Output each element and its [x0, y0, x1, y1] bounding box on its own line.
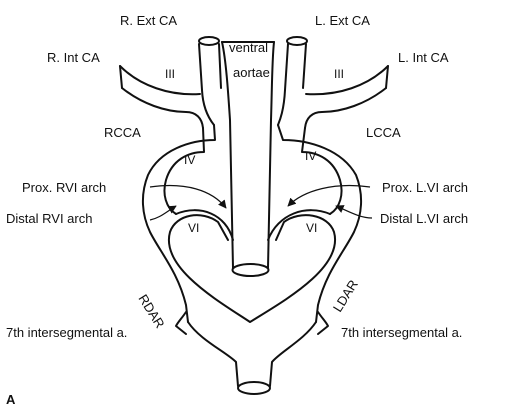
left-ext-carotid: [277, 43, 307, 126]
panel-letter: A: [6, 392, 16, 406]
ventral-aorta-bottom-opening: [231, 263, 270, 277]
left-arch-vi: [267, 209, 331, 241]
left-7th-intersegmental: [317, 311, 329, 335]
label-l-int-ca: L. Int CA: [398, 50, 449, 65]
label-r-int-ca: R. Int CA: [47, 50, 100, 65]
label-ldar: LDAR: [330, 277, 361, 314]
arch-iii-left: III: [165, 67, 175, 81]
label-7th-intersegmental-right: 7th intersegmental a.: [341, 325, 462, 340]
prox-lvi-arrow: [287, 184, 371, 207]
left-arch-iv-inner: [301, 127, 343, 215]
label-rcca: RCCA: [104, 125, 141, 140]
label-ventral: ventral: [229, 40, 268, 55]
right-ext-carotid-opening: [198, 36, 220, 46]
label-lcca: LCCA: [366, 125, 401, 140]
arch-vi-left: VI: [188, 221, 199, 235]
label-arrows: [149, 184, 373, 221]
label-prox-lvi: Prox. L.VI arch: [382, 180, 468, 195]
inner-heart-loop: [167, 214, 337, 323]
left-outer-loop: [277, 124, 362, 323]
right-arch-vi: [175, 209, 234, 241]
right-arch-iii: [119, 65, 204, 129]
label-l-ext-ca: L. Ext CA: [315, 13, 370, 28]
arch-vi-right: VI: [306, 221, 317, 235]
vessel-outlines: [119, 36, 389, 395]
arch-iii-right: III: [334, 67, 344, 81]
label-aortae: aortae: [233, 65, 270, 80]
label-rdar: RDAR: [135, 292, 167, 331]
right-outer-loop: [142, 124, 216, 323]
right-int-carotid-end: [119, 65, 123, 89]
left-int-carotid-end: [385, 65, 389, 89]
distal-rvi-arrow: [149, 205, 177, 221]
label-prox-rvi: Prox. RVI arch: [22, 180, 106, 195]
arch-iv-right: IV: [305, 149, 316, 163]
arch-iv-left: IV: [184, 153, 195, 167]
label-distal-rvi: Distal RVI arch: [6, 211, 92, 226]
right-7th-intersegmental: [175, 311, 187, 335]
label-7th-intersegmental-left: 7th intersegmental a.: [6, 325, 127, 340]
label-r-ext-ca: R. Ext CA: [120, 13, 177, 28]
distal-lvi-arrow: [335, 205, 373, 219]
label-distal-lvi: Distal L.VI arch: [380, 211, 468, 226]
right-ext-carotid: [198, 43, 222, 126]
left-ext-carotid-opening: [286, 36, 308, 46]
prox-rvi-arrow: [149, 184, 227, 209]
dorsal-aorta-opening: [237, 381, 271, 395]
dorsal-aorta: [187, 321, 317, 387]
left-arch-iii: [304, 65, 389, 129]
ventral-aorta-trunk: [221, 41, 275, 269]
